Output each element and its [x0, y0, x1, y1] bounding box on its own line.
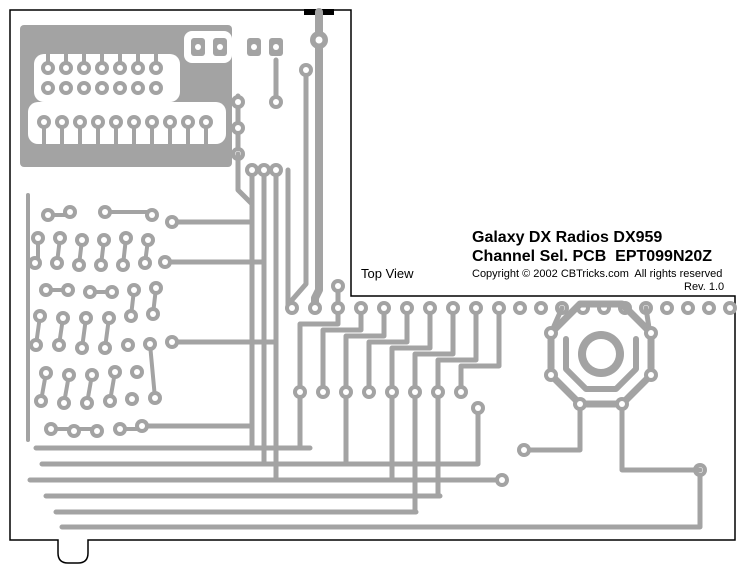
board-title-line1: Galaxy DX Radios DX959: [472, 229, 663, 246]
bottom-bus-traces: [27, 401, 707, 530]
view-label: Top View: [361, 266, 414, 281]
rotary-switch-footprint: [517, 300, 703, 473]
copyright-text: Copyright © 2002 CBTricks.com All rights…: [472, 268, 723, 280]
board-title-line2: Channel Sel. PCB EPT099N20Z: [472, 248, 713, 265]
revision-text: Rev. 1.0: [684, 281, 725, 293]
staircase-traces: [297, 305, 502, 515]
center-bus-traces: [139, 151, 291, 483]
component-pad-cluster: [26, 193, 179, 442]
ground-plane-region: [20, 25, 232, 167]
jumper-pad-blocks: [184, 31, 288, 163]
rotary-center-hole: [586, 339, 616, 369]
